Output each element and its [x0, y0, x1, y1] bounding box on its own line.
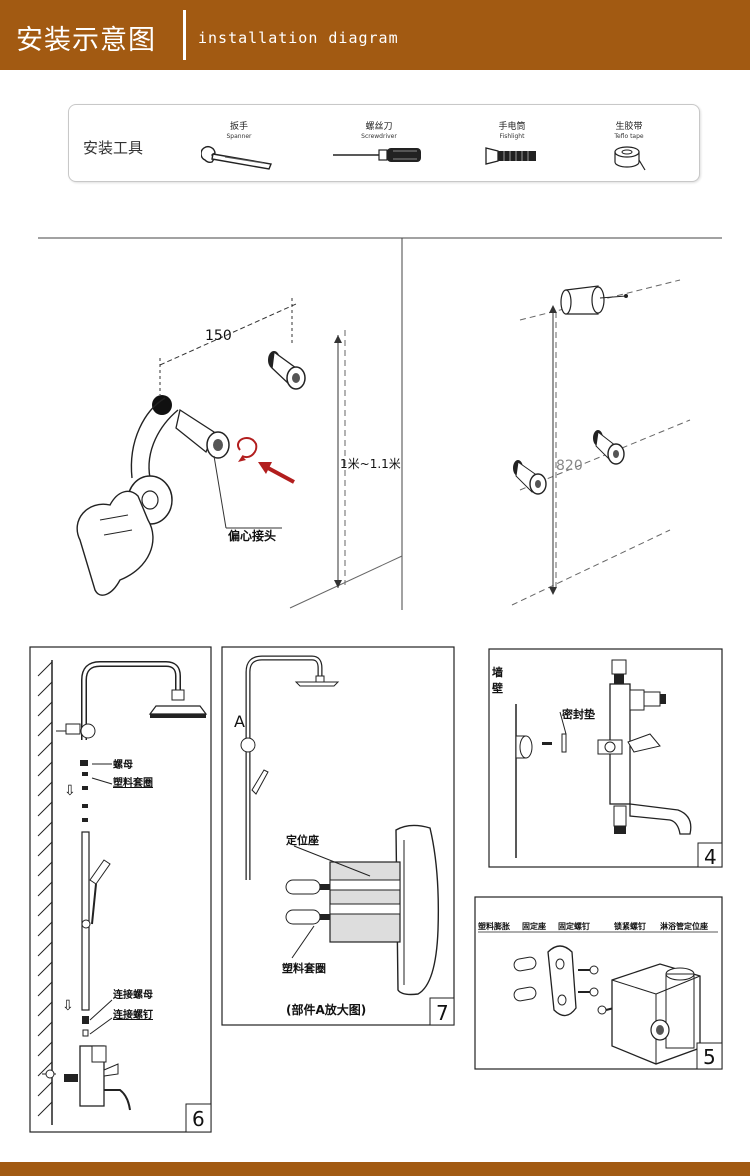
tools-title: 安装工具 — [83, 139, 144, 157]
header-divider — [183, 10, 186, 60]
step5-label-seat: 固定座 — [522, 921, 546, 931]
shower-head-icon — [148, 705, 208, 715]
step4-label-wall2: 壁 — [492, 681, 503, 695]
step5-label-anchor: 塑料膨胀 — [478, 921, 510, 931]
shower-head-icon-2 — [294, 681, 340, 687]
tool-flashlight-en: Fishlight — [499, 133, 525, 140]
screwdriver-icon — [333, 148, 421, 162]
step5-diagram: 塑料膨胀 固定座 固定螺钉 锁紧螺钉 淋浴管定位座 5 — [478, 921, 723, 1070]
fitting-right — [593, 430, 625, 465]
tool-spanner-cn: 扳手 — [229, 122, 248, 132]
step6-label-ring: 塑料套圈 — [113, 776, 153, 789]
step4-label-gasket: 密封垫 — [562, 707, 595, 721]
step5-number: 5 — [703, 1045, 716, 1069]
step5-label-pipe-seat: 淋浴管定位座 — [660, 921, 708, 931]
step7-label-seat: 定位座 — [286, 833, 319, 847]
tool-tape-cn: 生胶带 — [615, 122, 643, 132]
tool-tape-en: Teflo tape — [614, 133, 644, 140]
step6-label-nut: 螺母 — [113, 758, 133, 771]
step6-label-connect-nut: 连接螺母 — [113, 988, 153, 1001]
shower-holder-top — [560, 285, 628, 315]
step6-label-connect-screw: 连接螺钉 — [113, 1008, 153, 1021]
step7-marker-a: A — [234, 712, 245, 731]
step4-diagram: 墙 壁 密封垫 4 — [492, 659, 723, 869]
step7-label-ring: 塑料套圈 — [282, 961, 326, 975]
step4-label-wall1: 墙 — [492, 665, 503, 679]
spanner-icon — [201, 145, 272, 170]
step7-number: 7 — [436, 1001, 449, 1025]
step5-label-lock-screw: 锁紧螺钉 — [614, 921, 646, 931]
part-a-marker — [240, 737, 256, 753]
eccentric-fitting-right — [268, 350, 306, 390]
svg-text:⇩: ⇩ — [62, 998, 74, 1014]
step7-diagram: A 定位座 塑料套圈 (部件A放大图) 7 — [234, 655, 455, 1026]
tool-spanner: 扳手 Spanner — [199, 119, 279, 170]
svg-text:⇩: ⇩ — [64, 783, 76, 799]
tool-flashlight-cn: 手电筒 — [498, 122, 526, 132]
fitting-left — [513, 460, 547, 495]
tools-panel: 安装工具 扳手 Spanner 螺丝刀 Screwdriver 手电筒 Fish… — [68, 104, 700, 182]
height-label: 1米~1.1米 — [340, 457, 401, 471]
step6-number: 6 — [192, 1107, 205, 1131]
step6-frame — [29, 646, 212, 1133]
step7-caption: (部件A放大图) — [286, 1002, 366, 1017]
eccentric-fitting-left — [175, 408, 230, 459]
tool-screwdriver-en: Screwdriver — [361, 133, 397, 140]
step1-diagram: 150 1米~1.1米 偏心接头 — [76, 298, 403, 609]
tape-end — [152, 395, 172, 415]
teflon-tape-icon — [614, 146, 646, 171]
eccentric-label: 偏心接头 — [228, 528, 276, 543]
tool-screwdriver-cn: 螺丝刀 — [365, 122, 393, 132]
step6-diagram: ⇩ ⇩ 螺母 塑料套圈 连接螺母 连接螺钉 6 — [37, 660, 212, 1133]
dimension-820: 820 — [556, 458, 583, 474]
step4-number: 4 — [704, 845, 717, 869]
step2-diagram: 820 — [511, 279, 691, 606]
flashlight-icon — [485, 147, 536, 165]
rotation-arrow-icon — [237, 436, 258, 458]
step5-label-fix-screw: 固定螺钉 — [558, 921, 590, 931]
red-arrow-icon — [267, 466, 295, 484]
tool-screwdriver: 螺丝刀 Screwdriver — [331, 119, 427, 166]
tool-teflon-tape: 生胶带 Teflo tape — [599, 119, 659, 172]
header-band: 安装示意图 installation diagram — [0, 0, 750, 70]
tool-flashlight: 手电筒 Fishlight — [479, 119, 545, 168]
dimension-150: 150 — [205, 328, 232, 344]
header-title-cn: 安装示意图 — [16, 25, 156, 56]
hand-icon — [76, 490, 154, 596]
footer-band — [0, 1162, 750, 1176]
tool-spanner-en: Spanner — [226, 133, 252, 140]
header-title-en: installation diagram — [198, 29, 399, 47]
